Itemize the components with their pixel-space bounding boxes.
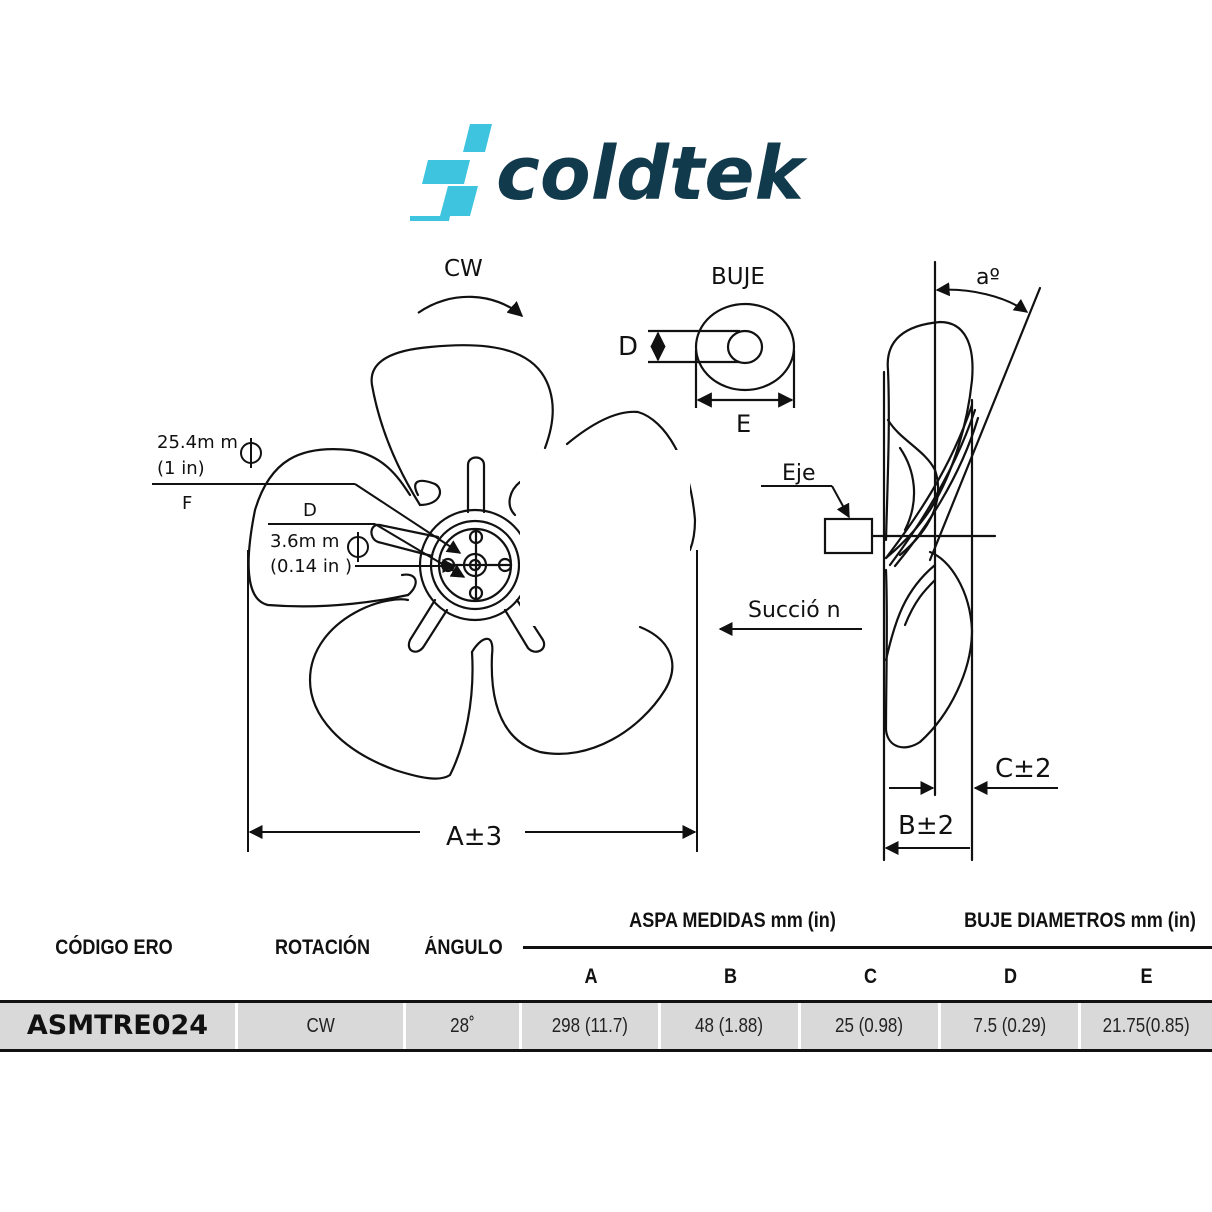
rotation-arrow (417, 295, 524, 318)
hole-large-letter: F (182, 493, 192, 514)
header-e: E (1140, 965, 1153, 988)
hole-large-leader (152, 438, 462, 554)
shaft-leader (761, 485, 850, 519)
coldtek-logo-mark (410, 124, 492, 221)
cell-e: 21.75(0.85) (1103, 1015, 1190, 1037)
hub-bore-label: D (618, 332, 638, 362)
depth-c-label: C±2 (995, 754, 1051, 784)
cell-rotation: CW (238, 1003, 406, 1049)
hole-small-size: 3.6m m (270, 531, 339, 552)
cell-b: 48 (1.88) (661, 1003, 801, 1049)
header-rotation: ROTACIÓN (275, 936, 370, 959)
header-b: B (723, 965, 738, 988)
coldtek-logo-wordmark: coldtek (496, 131, 808, 217)
angle-label: aº (976, 265, 1000, 290)
coldtek-logo: coldtek (410, 124, 808, 221)
header-c: C (863, 965, 878, 988)
hub-detail (648, 302, 796, 408)
hole-large-size: 25.4m m (157, 432, 238, 453)
fan-side-view (823, 260, 1042, 862)
header-a: A (584, 965, 598, 988)
hole-small-letter: D (303, 500, 317, 521)
header-hub-group: BUJE DIAMETROS mm (in) (964, 909, 1196, 932)
hole-large-size-in: (1 in) (157, 458, 205, 479)
hole-small-size-in: (0.14 in ) (270, 556, 352, 577)
hub-title: BUJE (711, 264, 765, 290)
depth-b-label: B±2 (898, 811, 954, 841)
spec-table: CÓDIGO ERO ROTACIÓN ÁNGULO ASPA MEDIDAS … (0, 895, 1212, 1060)
hole-small-leader (268, 523, 466, 578)
table-row: ASMTRE024 CW 28˚ 298 (11.7) 48 (1.88) 25… (0, 1000, 1212, 1052)
shaft-label: Eje (782, 461, 816, 486)
diameter-dimension-label: A±3 (446, 822, 502, 852)
header-blade-group: ASPA MEDIDAS mm (in) (629, 909, 836, 932)
cell-d: 7.5 (0.29) (941, 1003, 1081, 1049)
angle-arc (935, 282, 1029, 313)
header-angle: ÁNGULO (424, 936, 503, 959)
header-d: D (1003, 965, 1018, 988)
cell-a: 298 (11.7) (522, 1003, 661, 1049)
cell-c: 25 (0.98) (801, 1003, 941, 1049)
suction-label: Succió n (748, 598, 841, 623)
cell-code: ASMTRE024 (0, 1003, 238, 1049)
rotation-label: CW (444, 256, 483, 282)
header-code: CÓDIGO ERO (55, 936, 173, 959)
header-group-rule (523, 946, 1212, 949)
hub-outer-label: E (736, 410, 751, 438)
diameter-dimension (247, 550, 698, 852)
cell-angle: 28˚ (406, 1003, 522, 1049)
